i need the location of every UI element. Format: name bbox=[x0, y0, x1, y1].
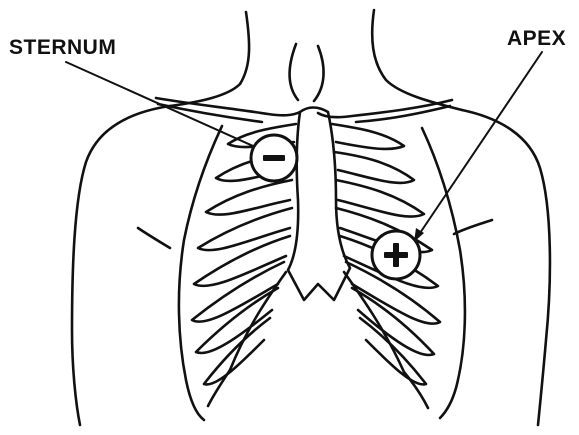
apex-label: APEX bbox=[507, 27, 566, 51]
rib-right-9 bbox=[404, 372, 428, 408]
shoulder-left bbox=[72, 106, 170, 425]
neck-outline-right bbox=[372, 10, 462, 110]
apex-leader-line bbox=[418, 52, 542, 236]
negative-electrode bbox=[251, 135, 297, 181]
rib-left-3 bbox=[206, 180, 292, 215]
ribcage-outline-left bbox=[179, 126, 222, 420]
rib-right-2 bbox=[334, 152, 414, 183]
minus-icon bbox=[263, 155, 285, 161]
sternum-label: STERNUM bbox=[9, 36, 116, 60]
neck-muscle-left bbox=[290, 44, 299, 100]
neck-muscle-right bbox=[314, 46, 324, 101]
sternum-leader-line bbox=[66, 62, 262, 150]
rib-right-1 bbox=[332, 124, 404, 149]
armpit-right bbox=[454, 220, 492, 234]
sternum-outline bbox=[288, 108, 350, 301]
shoulder-right bbox=[462, 110, 550, 425]
positive-electrode bbox=[372, 231, 420, 279]
armpit-left bbox=[138, 228, 170, 248]
neck-outline-left bbox=[170, 12, 249, 106]
ribcage-outline-right bbox=[422, 128, 465, 418]
